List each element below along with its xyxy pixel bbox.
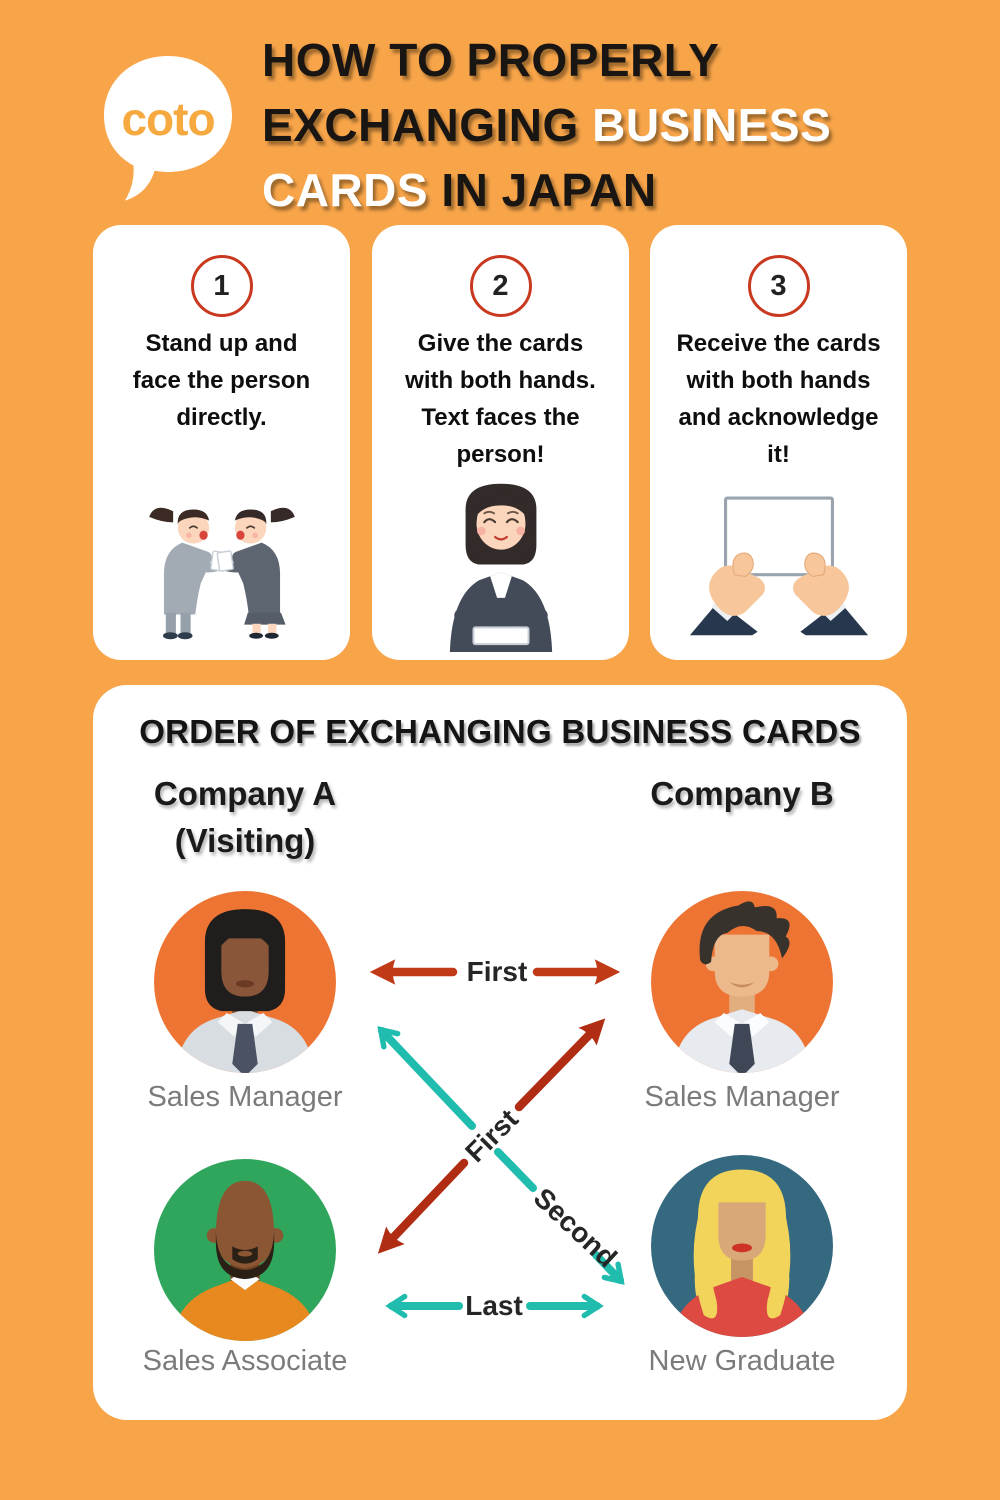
step-card-2: 2 Give the cards with both hands. Text f… [372,225,629,660]
exchange-order-arrows [369,959,625,1319]
company-b-heading: Company B [650,775,834,812]
role-label: Sales Manager [644,1081,840,1113]
avatar-company-a-sales-manager [154,891,336,1073]
title-line-1: HOW TO PROPERLY [262,34,720,86]
order-panel: ORDER OF EXCHANGING BUSINESS CARDS Compa… [93,685,907,1420]
arrow-label-last: Last [465,1290,523,1321]
role-label: Sales Manager [147,1081,343,1113]
order-title: ORDER OF EXCHANGING BUSINESS CARDS [139,713,861,750]
step-text: Stand up and face the person directly. [132,330,311,431]
role-label: Sales Associate [142,1345,348,1377]
second-arrow-diagonal [377,1026,625,1285]
role-label: New Graduate [648,1345,836,1377]
step-card-1: 1 Stand up and face the person directly. [93,225,350,660]
avatar-company-a-sales-associate [154,1159,336,1341]
step-text: Give the cards with both hands. Text fac… [405,330,596,468]
step-number-badge: 3 [747,255,810,317]
woman-giving-card-illustration [449,483,552,652]
step-number-badge: 2 [469,255,532,317]
arrow-label-first-top: First [466,956,528,987]
title-line-3: CARDS IN JAPAN [262,164,657,216]
hands-receiving-card-illustration [689,496,869,636]
step-card-3: 3 Receive the cards with both hands and … [650,225,907,660]
speech-bubble-icon [104,56,232,201]
company-a-heading: Company A (Visiting) [153,775,337,859]
avatar-company-b-new-graduate [651,1155,833,1337]
coto-logo: coto [121,93,215,145]
title-line-2: EXCHANGING BUSINESS [262,99,832,151]
bowing-people-illustration [148,507,295,640]
avatar-company-b-sales-manager [651,891,833,1073]
step-number-badge: 1 [190,255,253,317]
first-arrow-diagonal [377,1018,606,1254]
page-title: HOW TO PROPERLY EXCHANGING BUSINESS CARD… [262,28,942,223]
step-text: Receive the cards with both hands and ac… [676,330,881,468]
